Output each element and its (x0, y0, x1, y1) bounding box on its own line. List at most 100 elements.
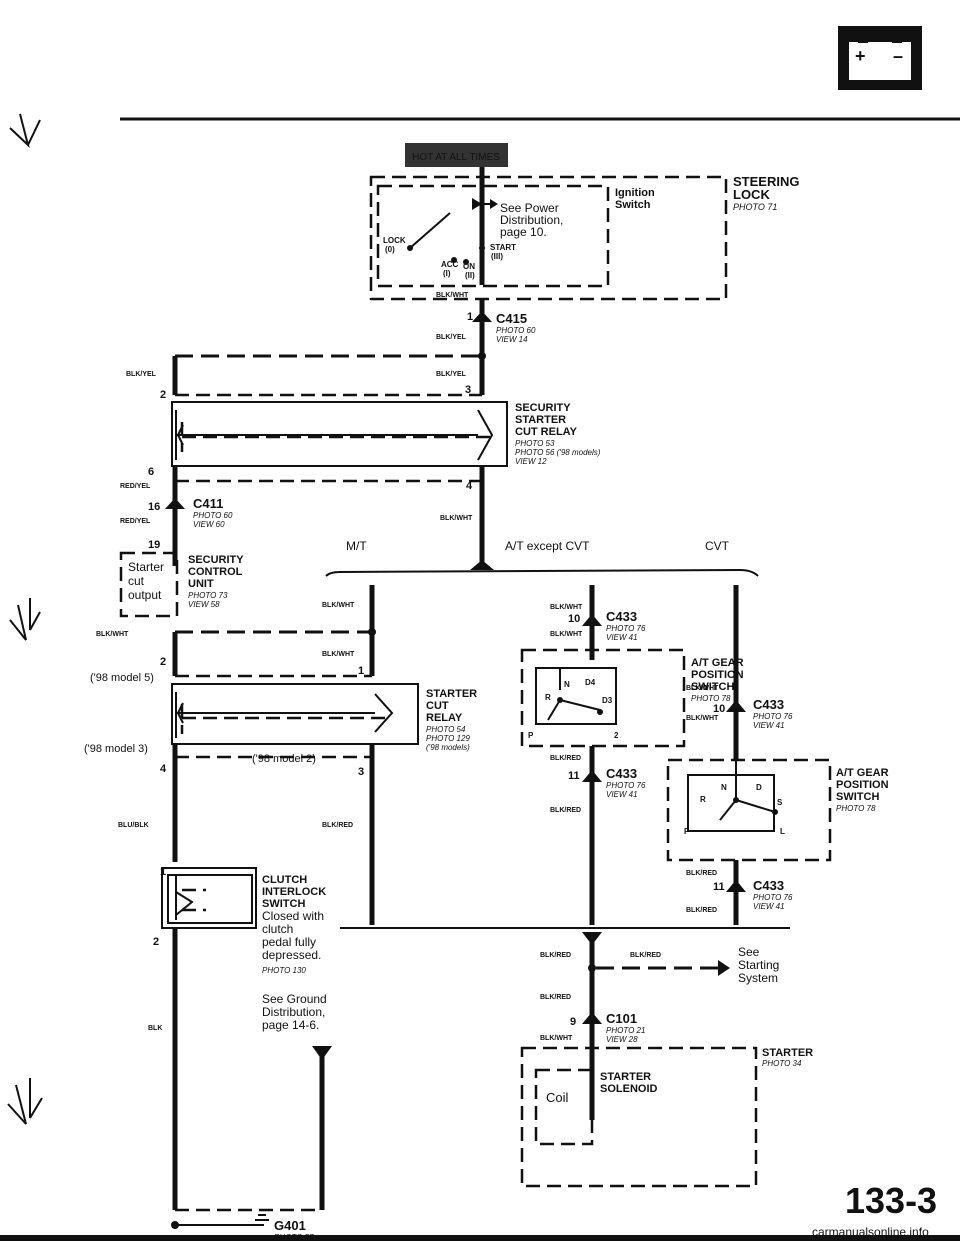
svg-text:PHOTO 54: PHOTO 54 (426, 725, 466, 734)
svg-text:PHOTO 60: PHOTO 60 (496, 326, 536, 335)
svg-text:START: START (490, 243, 516, 252)
svg-text:PHOTO 60: PHOTO 60 (193, 511, 233, 520)
svg-text:S: S (777, 798, 783, 807)
right-wire-label: BLK/WHT (440, 515, 473, 522)
svg-text:11: 11 (568, 770, 580, 782)
svg-text:CONTROL: CONTROL (188, 566, 243, 578)
svg-text:19: 19 (148, 539, 160, 551)
svg-text:VIEW 14: VIEW 14 (496, 335, 528, 344)
svg-text:BLK/RED: BLK/RED (322, 822, 353, 829)
svg-text:STARTER: STARTER (762, 1047, 813, 1059)
svg-text:BLK/WHT: BLK/WHT (436, 292, 469, 299)
svg-text:STEERING: STEERING (733, 174, 799, 189)
svg-text:3: 3 (465, 384, 471, 396)
svg-text:P: P (528, 731, 534, 740)
security-control-unit: Starter cut output SECURITY CONTROL UNIT… (119, 551, 244, 618)
at-branch: BLK/WHT 10 C433 PHOTO 76 VIEW 41 BLK/WHT… (520, 585, 744, 925)
starter-cut-relay: STARTER CUT RELAY PHOTO 54 PHOTO 129 ('9… (171, 683, 477, 759)
svg-text:LOCK: LOCK (383, 236, 406, 245)
svg-text:BLK/WHT: BLK/WHT (686, 715, 719, 722)
ground-g401: See Ground Distribution, page 14-6. G401… (171, 992, 332, 1242)
security-starter-cut-relay: SECURITY STARTER CUT RELAY PHOTO 53 PHOT… (148, 401, 601, 492)
branch-selector: M/T A/T except CVT CVT (325, 539, 759, 577)
svg-text:BLK/WHT: BLK/WHT (322, 602, 355, 609)
svg-text:VIEW 28: VIEW 28 (606, 1035, 638, 1044)
svg-text:A/T GEAR: A/T GEAR (691, 657, 744, 669)
svg-text:PHOTO 56 ('98 models): PHOTO 56 ('98 models) (515, 448, 601, 457)
svg-text:Starter: Starter (128, 560, 164, 574)
svg-text:BLK/WHT: BLK/WHT (540, 1035, 573, 1042)
svg-text:VIEW 58: VIEW 58 (188, 600, 220, 609)
svg-text:CUT RELAY: CUT RELAY (515, 426, 578, 438)
svg-text:10: 10 (713, 703, 725, 715)
svg-text:depressed.: depressed. (262, 948, 321, 962)
cvt-branch: BLK/WHT 10 C433 PHOTO 76 VIEW 41 BLK/WHT… (666, 585, 889, 925)
svg-text:POSITION: POSITION (691, 669, 744, 681)
svg-text:BLK/WHT: BLK/WHT (550, 604, 583, 611)
svg-text:D: D (756, 783, 762, 792)
svg-text:R: R (700, 795, 706, 804)
svg-text:pedal fully: pedal fully (262, 935, 316, 949)
svg-text:(I): (I) (443, 269, 451, 278)
svg-text:Closed with: Closed with (262, 909, 324, 923)
svg-text:L: L (780, 827, 785, 836)
svg-text:STARTER: STARTER (515, 414, 566, 426)
svg-text:CLUTCH: CLUTCH (262, 874, 307, 886)
svg-text:VIEW 12: VIEW 12 (515, 457, 547, 466)
svg-text:VIEW 41: VIEW 41 (753, 721, 785, 730)
svg-text:PHOTO 76: PHOTO 76 (753, 893, 793, 902)
svg-text:VIEW 41: VIEW 41 (753, 902, 785, 911)
svg-text:BLK/WHT: BLK/WHT (322, 651, 355, 658)
svg-text:N: N (564, 680, 570, 689)
svg-text:ON: ON (463, 262, 475, 271)
svg-text:(III): (III) (491, 252, 503, 261)
svg-text:System: System (738, 971, 778, 985)
svg-text:RELAY: RELAY (426, 712, 463, 724)
branch-arrow (470, 560, 494, 570)
watermark: carmanualsonline.info (812, 1225, 929, 1239)
ignition-switch: See Power Distribution, page 10. Ignitio… (369, 174, 799, 301)
svg-text:C411: C411 (193, 496, 223, 511)
svg-text:6: 6 (148, 466, 154, 478)
hot-label-box (405, 143, 508, 167)
svg-text:VIEW 60: VIEW 60 (193, 520, 225, 529)
svg-text:PHOTO 71: PHOTO 71 (733, 202, 777, 212)
svg-text:VIEW 41: VIEW 41 (606, 790, 638, 799)
svg-text:STARTER: STARTER (600, 1071, 651, 1083)
svg-text:PHOTO 130: PHOTO 130 (262, 966, 306, 975)
svg-text:M/T: M/T (346, 539, 367, 553)
svg-text:cut: cut (128, 574, 145, 588)
svg-text:BLK: BLK (148, 1025, 162, 1032)
svg-text:ACC: ACC (441, 260, 459, 269)
svg-text:See Ground: See Ground (262, 992, 327, 1006)
svg-text:C433: C433 (753, 878, 784, 893)
svg-text:BLK/RED: BLK/RED (550, 755, 581, 762)
svg-text:PHOTO 76: PHOTO 76 (753, 712, 793, 721)
svg-text:BLK/WHT: BLK/WHT (550, 631, 583, 638)
svg-text:G401: G401 (274, 1218, 306, 1233)
svg-text:BLK/RED: BLK/RED (550, 807, 581, 814)
svg-text:C433: C433 (753, 697, 784, 712)
svg-text:INTERLOCK: INTERLOCK (262, 886, 326, 898)
svg-text:2: 2 (153, 936, 159, 948)
svg-text:RED/YEL: RED/YEL (120, 518, 151, 525)
svg-text:1: 1 (160, 866, 166, 878)
svg-text:D3: D3 (602, 696, 613, 705)
svg-text:CUT: CUT (426, 700, 449, 712)
svg-text:C101: C101 (606, 1011, 637, 1026)
svg-text:Ignition: Ignition (615, 187, 655, 199)
svg-text:BLU/BLK: BLU/BLK (118, 822, 149, 829)
svg-text:('98 models): ('98 models) (426, 743, 470, 752)
connector-c415: BLK/WHT 1 C415 PHOTO 60 VIEW 14 BLK/YEL (436, 292, 536, 355)
svg-text:Starting: Starting (738, 958, 779, 972)
svg-text:page 14-6.: page 14-6. (262, 1018, 319, 1032)
svg-text:BLK/YEL: BLK/YEL (436, 334, 467, 341)
svg-text:PHOTO 78: PHOTO 78 (691, 694, 731, 703)
svg-text:BLK/WHT: BLK/WHT (686, 685, 719, 692)
svg-text:See Power: See Power (500, 201, 559, 215)
svg-text:–: – (893, 46, 903, 66)
svg-text:PHOTO 76: PHOTO 76 (606, 624, 646, 633)
svg-text:CVT: CVT (705, 539, 730, 553)
svg-text:C433: C433 (606, 609, 637, 624)
